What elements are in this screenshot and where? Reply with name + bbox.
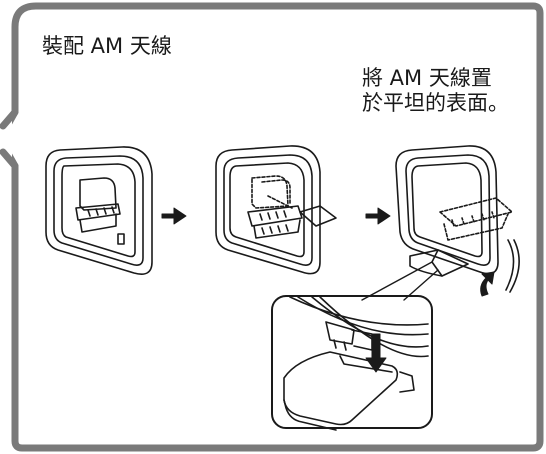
right-arrow-icon	[365, 207, 391, 225]
note-line-2: 於平坦的表面。	[362, 91, 509, 115]
down-arrow-icon	[365, 333, 387, 373]
zoom-detail	[271, 295, 433, 431]
antenna-step-2	[215, 145, 337, 275]
antenna-step-1	[45, 146, 153, 275]
page-title: 裝配 AM 天線	[42, 34, 172, 58]
antenna-step-3	[395, 145, 520, 293]
instruction-note: 將 AM 天線置 於平坦的表面。	[362, 66, 509, 116]
note-line-1: 將 AM 天線置	[362, 66, 492, 90]
rotate-arrow-icon	[480, 271, 495, 297]
right-arrow-icon	[161, 207, 187, 225]
